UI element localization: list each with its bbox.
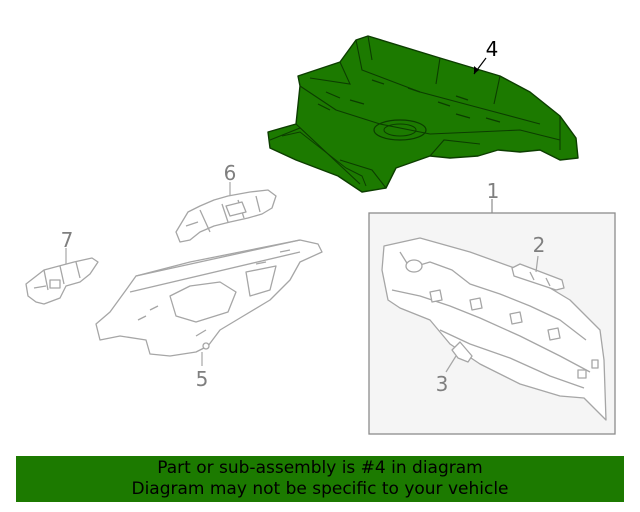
callout-6: 6 — [224, 161, 237, 185]
callout-5: 5 — [196, 367, 209, 391]
banner-line-1: Part or sub-assembly is #4 in diagram — [157, 458, 483, 478]
callout-2: 2 — [533, 233, 546, 257]
parts-diagram: 4 6 1 2 7 3 5 — [25, 35, 616, 435]
callout-3: 3 — [436, 372, 449, 396]
leader-line-3 — [445, 355, 457, 373]
part-3-clip[interactable] — [451, 341, 473, 363]
callout-4: 4 — [486, 37, 499, 61]
part-4-rear-floor-pan[interactable] — [267, 35, 579, 193]
banner-line-2: Diagram may not be specific to your vehi… — [131, 479, 509, 499]
part-6-bracket[interactable] — [175, 189, 277, 243]
part-5-side-panel[interactable] — [95, 239, 323, 357]
callout-1: 1 — [487, 179, 500, 203]
arrowhead-4 — [474, 66, 479, 74]
part-7-bracket[interactable] — [25, 257, 99, 305]
leader-line-2 — [535, 255, 539, 273]
part-1-rear-panel[interactable] — [381, 237, 607, 421]
info-banner: Part or sub-assembly is #4 in diagram Di… — [16, 456, 624, 502]
callout-7: 7 — [61, 228, 74, 252]
part-2-bar[interactable] — [511, 263, 565, 291]
